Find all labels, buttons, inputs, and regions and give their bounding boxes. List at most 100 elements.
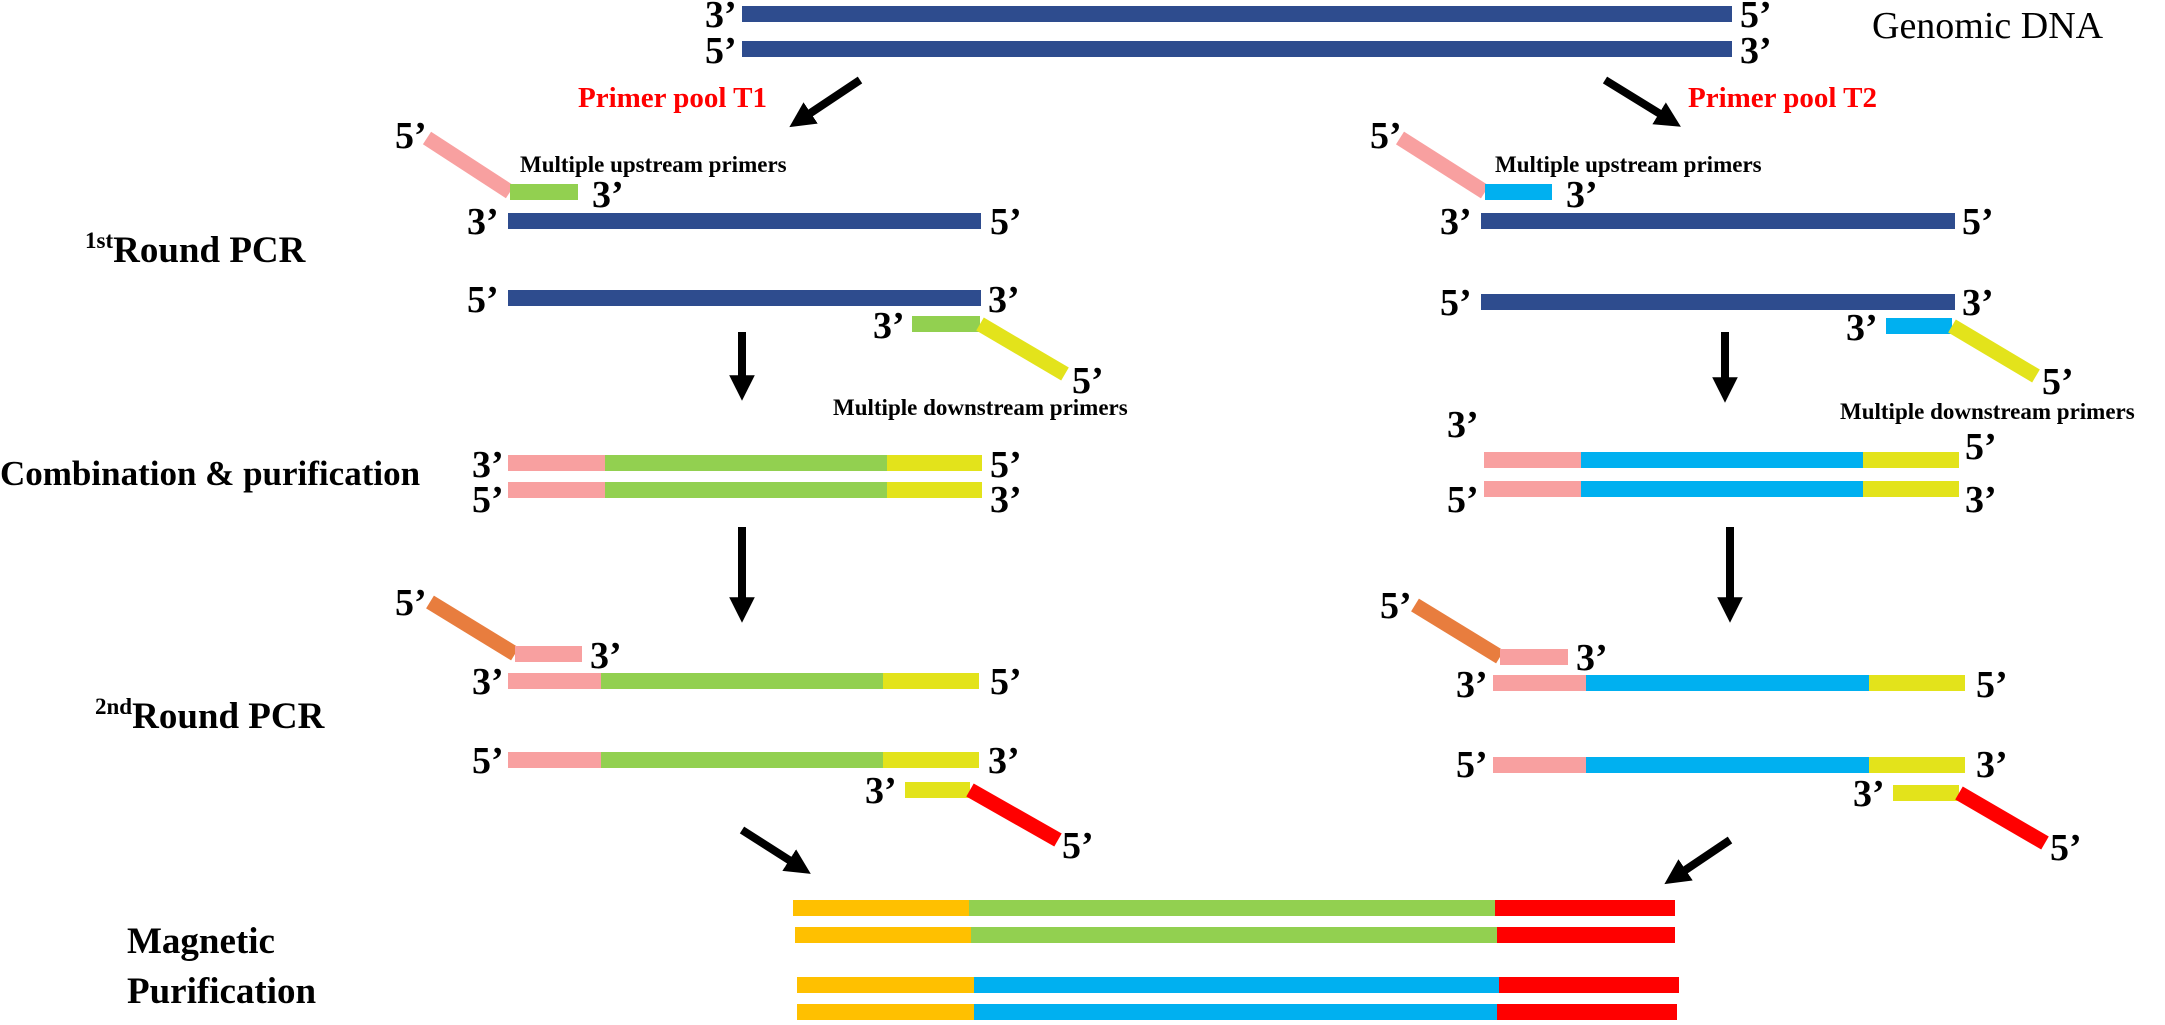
product-t1-bottom-green <box>971 927 1497 943</box>
first-round-pcr-label: 1stRound PCR <box>85 228 307 271</box>
t2-downstream-primer-body <box>1886 318 1952 334</box>
t1-r2-top-green <box>601 673 883 689</box>
t2-comb-bottom-pink <box>1484 481 1581 497</box>
t1-r2-top-right-end: 5’ <box>990 661 1022 703</box>
t1-r1-top-left-end: 3’ <box>467 201 499 243</box>
t2-r2-downstream-primer-body <box>1893 785 1959 801</box>
t1-upstream-5-end: 5’ <box>395 115 427 157</box>
t2-branch: 5’ 3’ Multiple upstream primers 3’ 5’ 5’… <box>1370 115 2135 885</box>
t1-upstream-primer-tail <box>422 131 515 199</box>
t1-upstream-3-end: 3’ <box>592 174 624 216</box>
product-t2-top-red <box>1499 977 1679 993</box>
t1-arrow-to-magnetic <box>739 826 811 874</box>
product-t1-top-gold <box>793 900 969 916</box>
t1-r2-downstream-3-end: 3’ <box>865 770 897 812</box>
t1-comb-bottom-yellow <box>887 482 982 498</box>
t1-r2-adapter-5-end: 5’ <box>395 582 427 624</box>
t1-comb-top-yellow <box>887 455 982 471</box>
genomic-dna-label: Genomic DNA <box>1872 5 2104 47</box>
purification-label: Purification <box>127 971 317 1012</box>
t2-upstream-3-end: 3’ <box>1566 174 1598 216</box>
genomic-strand-top <box>742 6 1732 22</box>
t2-r2-bottom-blue <box>1586 757 1869 773</box>
primer-pool-t1-label: Primer pool T1 <box>578 82 767 114</box>
t1-round1-template-bottom <box>508 290 981 306</box>
t2-r2-downstream-5-end: 5’ <box>2050 827 2082 869</box>
t2-comb-bottom-blue <box>1581 481 1863 497</box>
t1-r2-top-pink <box>508 673 601 689</box>
t2-r2-bottom-pink <box>1493 757 1586 773</box>
t1-r2-top-left-end: 3’ <box>472 661 504 703</box>
t1-r2-adapter-primer-body <box>515 646 582 662</box>
t1-downstream-5-end: 5’ <box>1072 360 1104 402</box>
t1-comb-bottom-left-end: 5’ <box>472 479 504 521</box>
t1-comb-top-left-end: 3’ <box>472 444 504 486</box>
t2-upstream-5-end: 5’ <box>1370 115 1402 157</box>
combination-purification-label: Combination & purification <box>0 454 420 493</box>
t2-comb-bottom-right-end: 3’ <box>1965 479 1997 521</box>
t1-comb-top-right-end: 5’ <box>990 444 1022 486</box>
t1-downstream-primer-body <box>912 316 980 332</box>
t1-comb-top-pink <box>508 455 605 471</box>
t1-r2-downstream-primer-body <box>905 782 970 798</box>
t2-r2-adapter-primer-body <box>1500 649 1568 665</box>
genomic-strand-bottom <box>742 41 1732 57</box>
t2-r2-top-yellow <box>1869 675 1965 691</box>
t1-r2-top-yellow <box>883 673 979 689</box>
arrow-to-pool-t1 <box>789 76 863 128</box>
product-t2-top-gold <box>797 977 974 993</box>
t1-r1-bottom-left-end: 5’ <box>467 279 499 321</box>
product-t1-bottom-red <box>1497 927 1675 943</box>
t1-downstream-3-end: 3’ <box>873 305 905 347</box>
t2-r1-bottom-right-end: 3’ <box>1962 282 1994 324</box>
genomic-bottom-left-end: 5’ <box>705 30 737 72</box>
t1-r2-downstream-5-end: 5’ <box>1062 825 1094 867</box>
t2-r2-adapter-5-end: 5’ <box>1380 585 1412 627</box>
t2-r2-bottom-right-end: 3’ <box>1976 744 2008 786</box>
t2-r2-downstream-adapter-tail <box>1955 786 2049 850</box>
t2-r2-downstream-3-end: 3’ <box>1853 773 1885 815</box>
t2-downstream-primers-label: Multiple downstream primers <box>1840 399 2135 424</box>
arrow-to-pool-t2 <box>1602 76 1681 127</box>
product-t2-top-blue <box>974 977 1499 993</box>
t2-comb-top-right-end: 5’ <box>1965 426 1997 468</box>
t2-comb-top-yellow <box>1863 452 1959 468</box>
t2-upstream-primers-label: Multiple upstream primers <box>1495 152 1762 177</box>
product-t2-bottom-gold <box>797 1004 974 1020</box>
magnetic-label: Magnetic <box>127 921 275 962</box>
t2-r2-adapter-primer-tail <box>1411 598 1504 664</box>
t2-downstream-5-end: 5’ <box>2042 361 2074 403</box>
t1-r2-bottom-pink <box>508 752 601 768</box>
t1-comb-top-green <box>605 455 887 471</box>
t2-r2-bottom-left-end: 5’ <box>1456 744 1488 786</box>
t1-round1-template-top <box>508 213 981 229</box>
t2-upstream-primer-tail <box>1395 131 1490 199</box>
t2-comb-top-pink <box>1484 452 1581 468</box>
t2-r2-top-right-end: 5’ <box>1976 664 2008 706</box>
genomic-dna: 3’ 5’ 5’ 3’ Genomic DNA <box>705 0 2104 72</box>
t1-branch: 5’ 3’ Multiple upstream primers 3’ 5’ 5’… <box>395 115 1128 874</box>
t2-r2-top-pink <box>1493 675 1586 691</box>
product-t1-bottom-gold <box>795 927 971 943</box>
t2-arrow-to-magnetic <box>1664 836 1733 885</box>
t1-upstream-primer-body <box>510 184 578 200</box>
t2-round1-template-bottom <box>1481 294 1955 310</box>
t2-downstream-primer-tail <box>1948 319 2040 383</box>
t1-comb-bottom-pink <box>508 482 605 498</box>
t2-r2-adapter-3-end: 3’ <box>1576 637 1608 679</box>
t2-r1-top-left-end: 3’ <box>1440 201 1472 243</box>
product-t2-bottom-blue <box>974 1004 1497 1020</box>
t2-downstream-3-end: 3’ <box>1846 307 1878 349</box>
t1-downstream-primers-label: Multiple downstream primers <box>833 395 1128 420</box>
t2-comb-top-left-end: 3’ <box>1447 404 1479 446</box>
t2-comb-bottom-yellow <box>1863 481 1959 497</box>
t1-comb-bottom-green <box>605 482 887 498</box>
second-round-pcr-label: 2ndRound PCR <box>95 694 326 737</box>
t1-r2-bottom-left-end: 5’ <box>472 740 504 782</box>
t2-r1-bottom-left-end: 5’ <box>1440 282 1472 324</box>
t1-comb-bottom-right-end: 3’ <box>990 479 1022 521</box>
genomic-top-left-end: 3’ <box>705 0 737 36</box>
t2-r2-top-left-end: 3’ <box>1456 664 1488 706</box>
t1-downstream-primer-tail <box>976 317 1069 381</box>
